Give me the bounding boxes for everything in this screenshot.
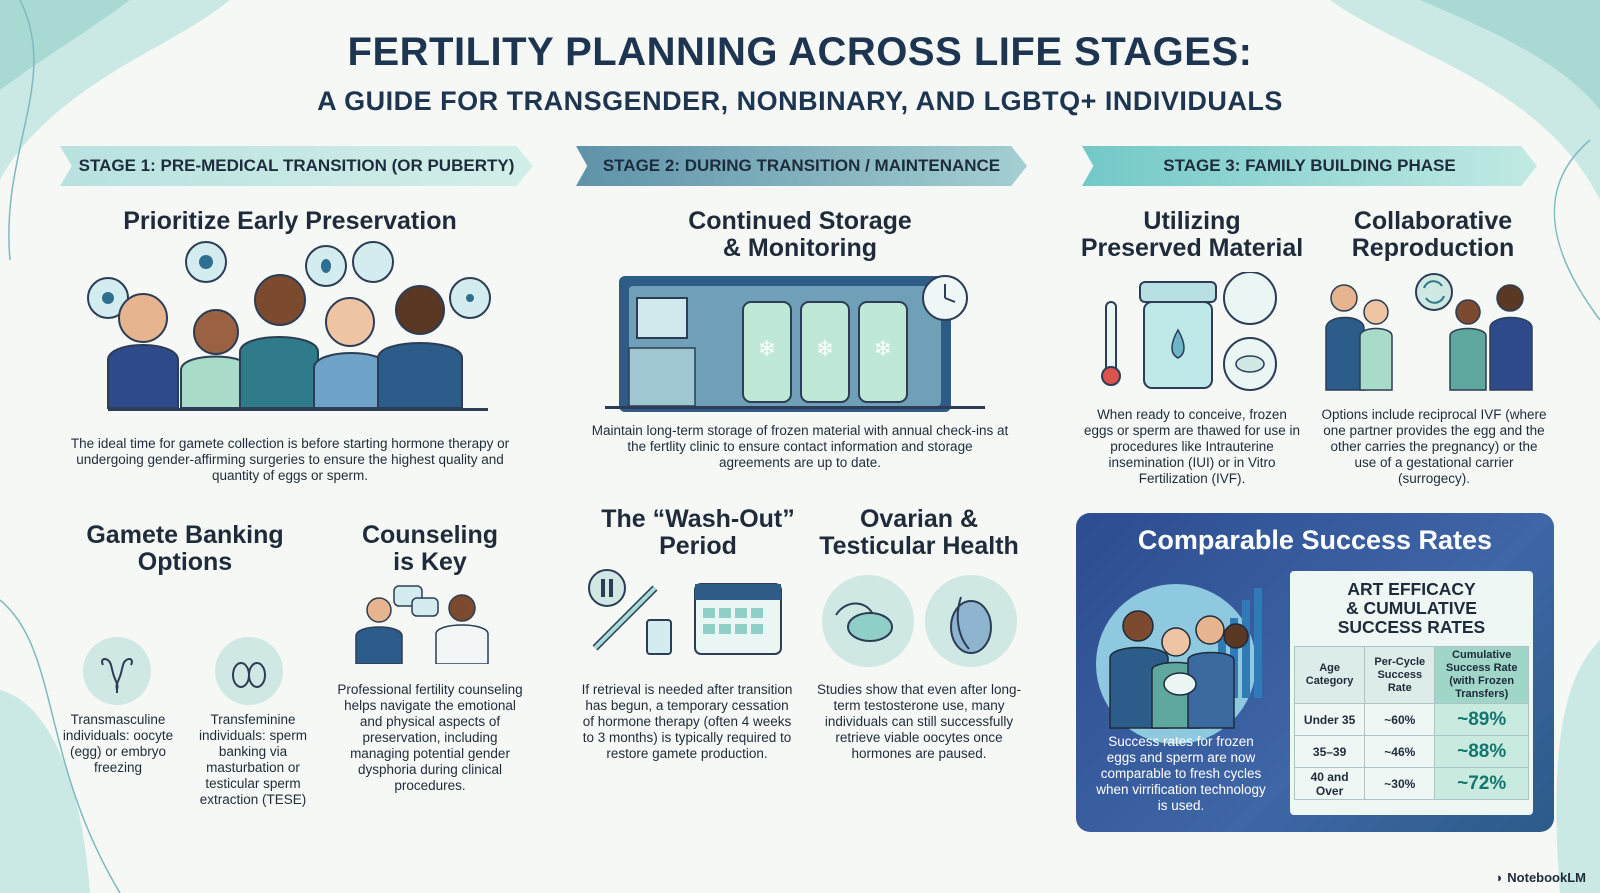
testis-icon: [925, 575, 1017, 667]
efficacy-table-title-line2: & CUMULATIVE: [1346, 598, 1477, 618]
cryo-storage-illustration: ❄ ❄ ❄: [605, 275, 985, 412]
efficacy-table: Age Category Per-Cycle Success Rate Cumu…: [1293, 646, 1529, 800]
success-rates-text: Success rates for frozen eggs and sperm …: [1096, 734, 1266, 813]
column-header-per-cycle: Per-Cycle Success Rate: [1364, 646, 1436, 704]
gamete-banking-heading-line2: Options: [137, 548, 233, 576]
brand-footer: ◗ NotebookLM: [1496, 870, 1586, 885]
per-cycle-cell: ~60%: [1364, 703, 1436, 736]
syringe-calendar-illustration: [588, 569, 782, 655]
transfeminine-text: Transfeminine individuals: sperm banking…: [198, 712, 308, 807]
storage-heading: Continued Storage & Monitoring: [620, 208, 980, 262]
collab-heading-line2: Reproduction: [1351, 234, 1515, 262]
column-header-cumulative: Cumulative Success Rate (with Frozen Tra…: [1434, 646, 1529, 704]
counseling-illustration: [355, 585, 489, 664]
early-preservation-text: The ideal time for gamete collection is …: [70, 436, 510, 483]
transmasculine-text: Transmasculine individuals: oocyte (egg)…: [62, 712, 174, 775]
cumulative-cell: ~88%: [1434, 735, 1529, 768]
efficacy-table-title-line3: SUCCESS RATES: [1337, 617, 1486, 637]
washout-heading-line2: Period: [659, 532, 737, 560]
preserved-text: When ready to conceive, frozen eggs or s…: [1083, 407, 1301, 486]
collab-text: Options include reciprocal IVF (where on…: [1321, 407, 1547, 486]
diverse-people-illustration: [87, 241, 491, 411]
counseling-heading: Counseling is Key: [340, 522, 520, 576]
efficacy-table-title: ART EFFICACY & CUMULATIVE SUCCESS RATES: [1290, 580, 1533, 637]
storage-text: Maintain long-term storage of frozen mat…: [591, 423, 1009, 470]
page-subtitle: A GUIDE FOR TRANSGENDER, NONBINARY, AND …: [317, 86, 1283, 116]
washout-heading-line1: The “Wash-Out”: [601, 505, 795, 533]
svg-text:❄: ❄: [758, 336, 776, 361]
health-heading: Ovarian & Testicular Health: [806, 506, 1032, 560]
per-cycle-cell: ~46%: [1364, 735, 1436, 768]
stage-3-banner: STAGE 3: FAMILY BUILDING PHASE: [1082, 146, 1537, 186]
testes-icon: [215, 637, 283, 705]
preserved-heading-line2: Preserved Material: [1080, 234, 1304, 262]
counseling-text: Professional fertility counseling helps …: [337, 682, 523, 793]
storage-heading-line1: Continued Storage: [688, 207, 912, 235]
storage-heading-line2: & Monitoring: [722, 234, 878, 262]
health-heading-line1: Ovarian &: [859, 505, 979, 533]
stage-1-banner: STAGE 1: PRE-MEDICAL TRANSITION (OR PUBE…: [60, 146, 533, 186]
collab-heading: Collaborative Reproduction: [1318, 208, 1548, 262]
counseling-heading-line2: is Key: [393, 548, 467, 576]
table-row: 35–39 ~46% ~88%: [1293, 735, 1529, 768]
preserved-heading-line1: Utilizing: [1143, 207, 1241, 235]
column-header-age: Age Category: [1293, 646, 1366, 704]
early-preservation-heading: Prioritize Early Preservation: [123, 207, 457, 235]
notebooklm-logo-icon: ◗: [1495, 870, 1504, 885]
age-cell: Under 35: [1293, 703, 1366, 736]
age-cell: 40 and Over: [1293, 767, 1366, 800]
svg-text:❄: ❄: [816, 336, 834, 361]
page-title: FERTILITY PLANNING ACROSS LIFE STAGES:: [347, 30, 1253, 74]
preserved-heading: Utilizing Preserved Material: [1072, 208, 1312, 262]
gamete-banking-heading-line1: Gamete Banking: [86, 521, 284, 549]
cumulative-cell: ~89%: [1434, 703, 1529, 736]
washout-text: If retrieval is needed after transition …: [581, 682, 793, 761]
couples-illustration: [1325, 273, 1533, 391]
age-cell: 35–39: [1293, 735, 1366, 768]
table-row: 40 and Over ~30% ~72%: [1293, 767, 1529, 800]
table-row: Under 35 ~60% ~89%: [1293, 703, 1529, 736]
health-heading-line2: Testicular Health: [819, 532, 1019, 560]
washout-heading: The “Wash-Out” Period: [578, 506, 818, 560]
stage-2-banner: STAGE 2: DURING TRANSITION / MAINTENANCE: [576, 146, 1027, 186]
per-cycle-cell: ~30%: [1364, 767, 1436, 800]
cumulative-cell: ~72%: [1434, 767, 1529, 800]
ovary-icon: [822, 575, 914, 667]
brand-label: NotebookLM: [1507, 870, 1586, 885]
health-text: Studies show that even after long-term t…: [816, 682, 1022, 761]
svg-text:❄: ❄: [874, 336, 892, 361]
success-rates-heading: Comparable Success Rates: [1137, 525, 1493, 555]
uterus-icon: [83, 637, 151, 705]
family-illustration: [1096, 584, 1262, 744]
collab-heading-line1: Collaborative: [1353, 207, 1513, 235]
preserved-material-illustration: [1101, 272, 1277, 391]
counseling-heading-line1: Counseling: [361, 521, 499, 549]
gamete-banking-heading: Gamete Banking Options: [70, 522, 300, 576]
efficacy-table-title-line1: ART EFFICACY: [1347, 579, 1476, 599]
